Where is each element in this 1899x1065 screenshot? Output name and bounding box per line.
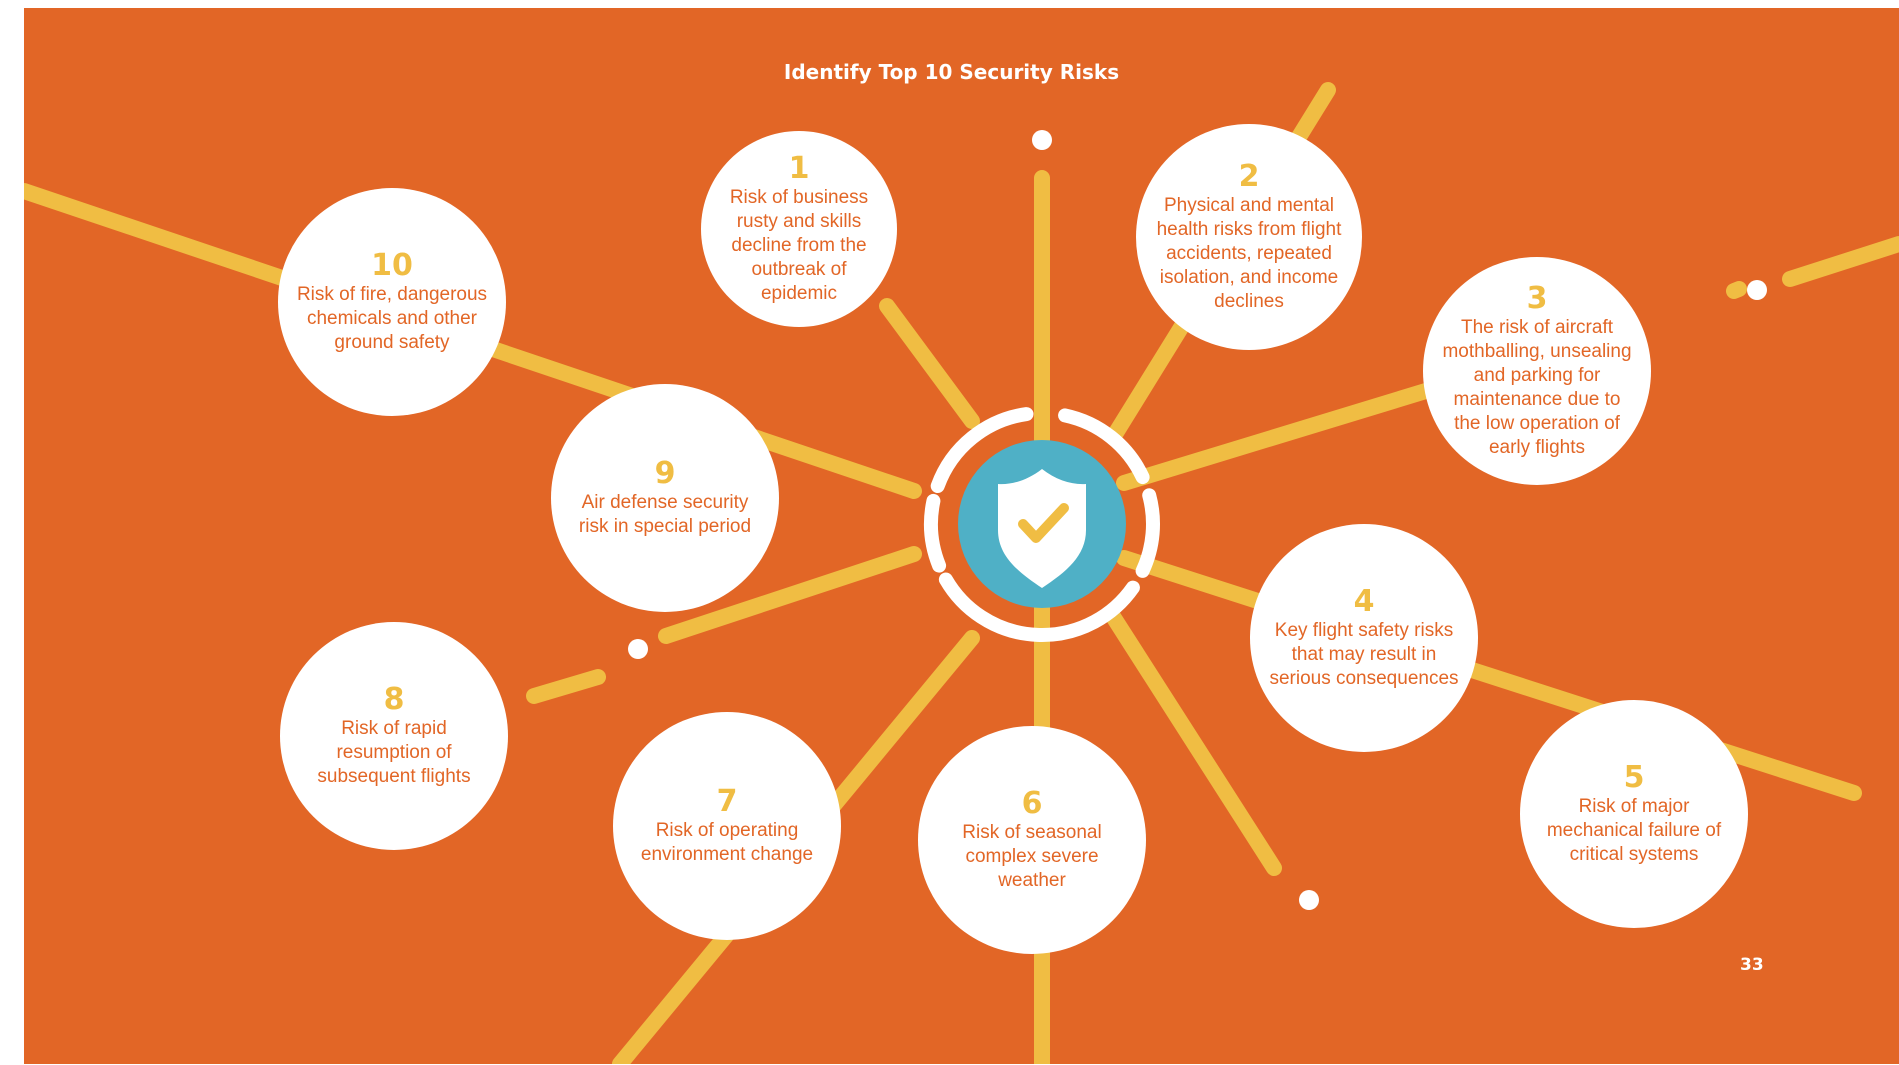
risk-text: Risk of rapid resumption of subsequent f… <box>317 718 471 787</box>
risk-number: 3 <box>1526 281 1548 316</box>
risk-number: 1 <box>788 151 810 186</box>
diagram-canvas <box>24 82 1899 1064</box>
risk-text: Risk of operating environment change <box>640 820 814 865</box>
risk-text: Risk of major mechanical failure of crit… <box>1546 796 1722 865</box>
risk-text: Key flight safety risks that may result … <box>1269 620 1459 689</box>
connector-line-7 <box>1782 236 1899 287</box>
risk-text: Risk of business rusty and skills declin… <box>729 187 869 304</box>
decor-dot-2 <box>1747 280 1767 300</box>
risk-number: 4 <box>1353 584 1375 619</box>
decor-dot-4 <box>1299 890 1319 910</box>
connector-line-3 <box>879 298 980 429</box>
check-mark-icon <box>1018 503 1069 543</box>
center-ring-arc-2 <box>1058 408 1150 485</box>
connector-line-6 <box>1726 281 1747 299</box>
risk-text: Risk of seasonal complex severe weather <box>962 822 1102 891</box>
risk-text: Air defense security risk in special per… <box>578 492 752 537</box>
risk-text: Physical and mental health risks from fl… <box>1156 195 1342 312</box>
decor-dot-1 <box>1032 130 1052 150</box>
risk-number: 2 <box>1238 159 1260 194</box>
center-ring-arc-1 <box>930 407 1034 494</box>
risk-number: 6 <box>1021 786 1043 821</box>
risk-text: The risk of aircraft mothballing, unseal… <box>1442 317 1632 458</box>
connector-line-9 <box>658 546 922 644</box>
center-ring-arc-5 <box>924 493 947 573</box>
risk-text: Risk of fire, dangerous chemicals and ot… <box>296 284 488 353</box>
decor-dot-3 <box>628 639 648 659</box>
page-number: 33 <box>1740 955 1764 975</box>
risk-number: 10 <box>371 248 413 283</box>
connector-line-13 <box>1106 610 1282 876</box>
center-ring-arc-4 <box>938 572 1140 642</box>
risk-number: 7 <box>716 784 738 819</box>
connector-line-10 <box>526 669 606 704</box>
page-title: Identify Top 10 Security Risks <box>783 60 1120 84</box>
risk-number: 5 <box>1623 760 1645 795</box>
risk-number: 9 <box>654 456 676 491</box>
risk-number: 8 <box>383 682 405 717</box>
center-ring-arc-3 <box>1135 488 1160 578</box>
connector-line-11 <box>1116 550 1862 801</box>
